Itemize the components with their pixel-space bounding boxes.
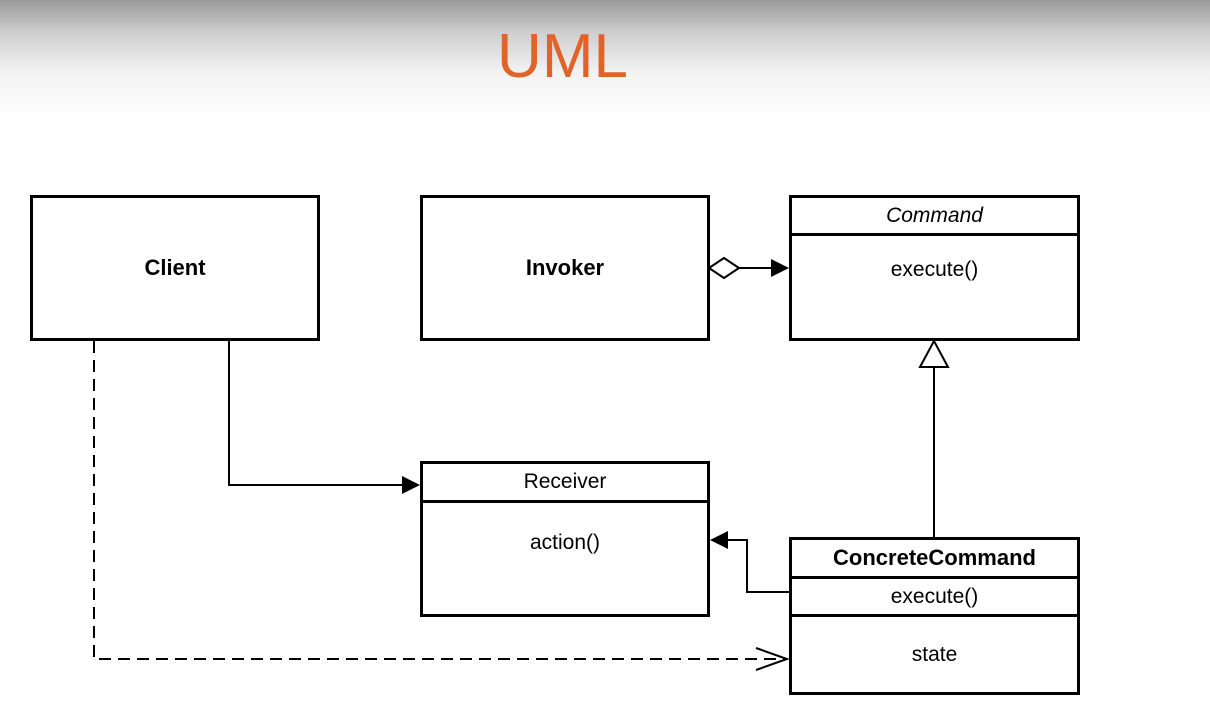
generalization-concrete-to-command [918, 338, 950, 537]
receiver-class-box: Receiver action() [420, 461, 710, 617]
concrete-command-attributes-section: state [792, 617, 1077, 692]
concrete-command-class-name: ConcreteCommand [833, 545, 1036, 570]
receiver-action-method: action() [529, 530, 601, 554]
receiver-class-header: Receiver [423, 464, 707, 503]
concrete-command-class-box: ConcreteCommand execute() state [789, 537, 1080, 695]
association-concrete-receiver [710, 531, 789, 593]
concrete-command-execute-method: execute() [890, 584, 979, 608]
concrete-command-state-attribute: state [911, 642, 958, 666]
receiver-class-name: Receiver [523, 470, 607, 493]
command-execute-method: execute() [890, 258, 979, 281]
invoker-class-name: Invoker [525, 255, 605, 280]
client-class-box: Client [30, 195, 320, 341]
association-client-receiver [228, 341, 420, 494]
command-class-name: Command [886, 203, 983, 227]
invoker-class-box: Invoker [420, 195, 710, 341]
concrete-command-class-header: ConcreteCommand [792, 540, 1077, 579]
dependency-client-concrete [93, 341, 790, 671]
concrete-command-methods-section: execute() [792, 579, 1077, 617]
command-methods-section: execute() [792, 236, 1077, 338]
command-class-header: Command [792, 198, 1077, 236]
command-class-box: Command execute() [789, 195, 1080, 341]
slide-title: UML [497, 22, 628, 91]
receiver-methods-section: action() [423, 503, 707, 614]
aggregation-invoker-command [707, 256, 789, 280]
client-class-name: Client [144, 255, 206, 280]
title-background-band [0, 0, 1210, 120]
